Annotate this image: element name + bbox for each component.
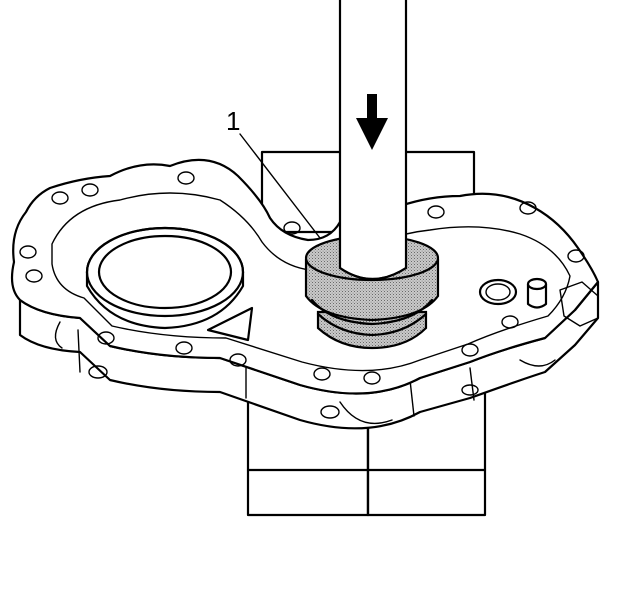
callout-leader-line: [239, 133, 321, 239]
down-arrow-icon: [356, 94, 388, 150]
callout-label: 1: [226, 106, 240, 136]
o-ring: [478, 278, 518, 306]
dowel-pin: [526, 277, 548, 309]
bearing-bore: [85, 226, 245, 330]
callout-1: 1: [226, 106, 321, 239]
flange-bolt-holes: [19, 171, 585, 385]
